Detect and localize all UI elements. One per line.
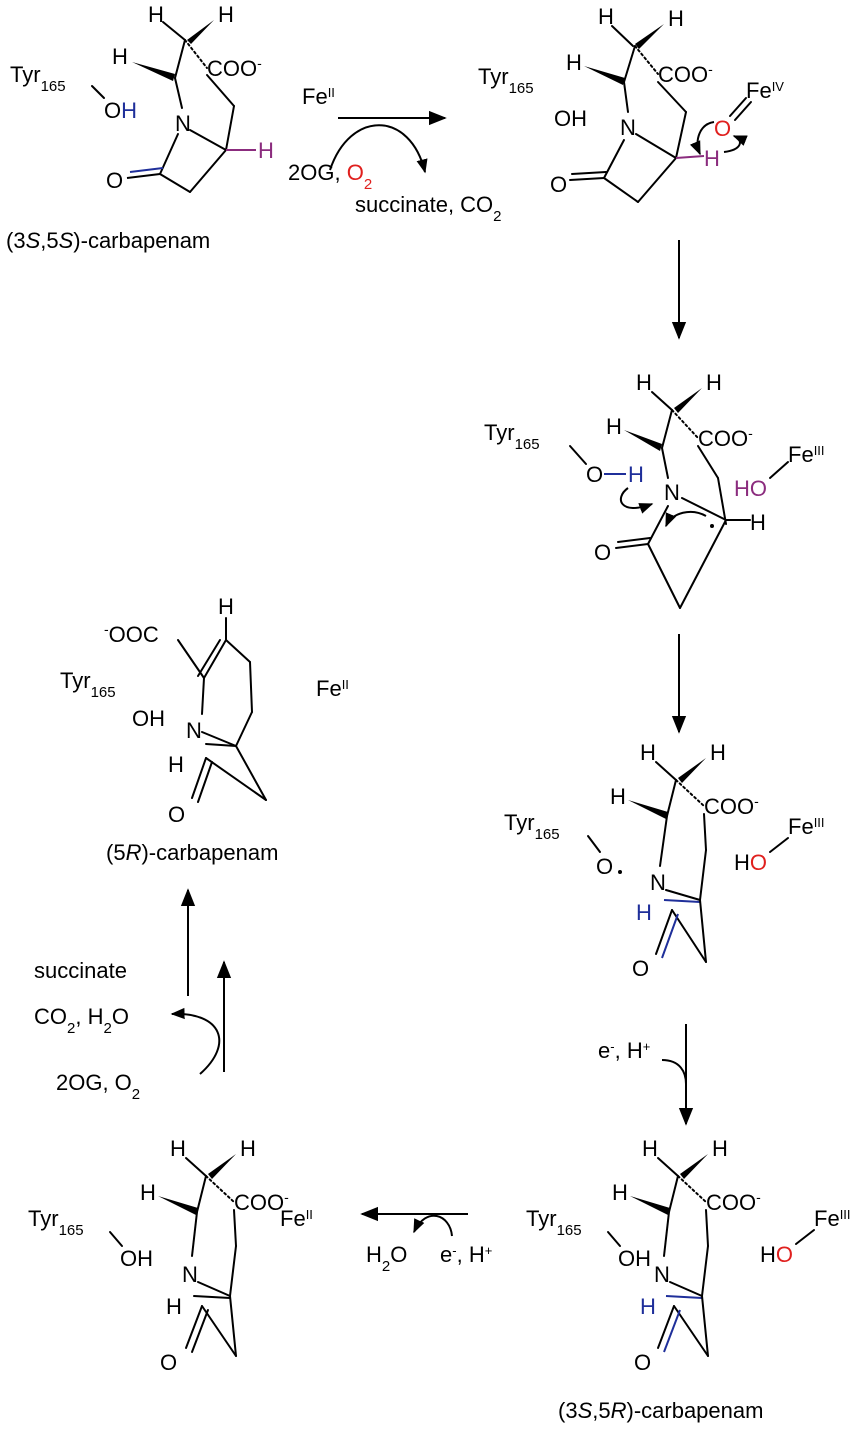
atom-o: O: [160, 1350, 177, 1375]
tyr-oh: OH: [132, 706, 165, 731]
atom-h: H: [566, 50, 582, 75]
tyr165-label: Tyr165: [504, 810, 560, 843]
step5-input: e-, H+: [440, 1242, 492, 1267]
atom-h: H: [710, 740, 726, 765]
step1-arrow: FeII 2OG, O2 succinate, CO2: [288, 84, 502, 225]
carboxylate-label: COO-: [706, 1189, 761, 1215]
ho-purple: HO: [734, 476, 767, 501]
atom-n: N: [650, 870, 666, 895]
atom-h: H: [168, 752, 184, 777]
atom-h: H: [610, 784, 626, 809]
name-3s5r: (3S,5R)-carbapenam: [558, 1398, 763, 1423]
step6-output-1: succinate: [34, 958, 127, 983]
tyr165-label: Tyr165: [10, 62, 66, 95]
tyr165-label: Tyr165: [526, 1206, 582, 1239]
tyr-oh: OH: [120, 1246, 153, 1271]
atom-o: O: [632, 956, 649, 981]
name-3s5s: (3S,5S)-carbapenam: [6, 228, 210, 253]
carboxylate-label: COO-: [234, 1189, 289, 1215]
tyr-oh: O: [586, 462, 603, 487]
tyr-oh: OH: [554, 106, 587, 131]
atom-o: O: [168, 802, 185, 827]
atom-n: N: [182, 1262, 198, 1287]
atom-n: N: [175, 111, 191, 136]
step5-output: H2O: [366, 1242, 407, 1275]
atom-h: H: [170, 1136, 186, 1161]
tyr-h-blue: H: [628, 462, 644, 487]
atom-o: O: [634, 1350, 651, 1375]
atom-h: H: [112, 44, 128, 69]
atom-o: O: [594, 540, 611, 565]
step1-fe: FeII: [302, 84, 335, 109]
atom-n: N: [620, 115, 636, 140]
step6-input: 2OG, O2: [56, 1070, 140, 1103]
step4-reagent: e-, H+: [598, 1038, 650, 1063]
fe-ii: FeII: [316, 676, 349, 701]
tyr-oh: OH: [104, 98, 137, 123]
tyr165-label: Tyr165: [478, 64, 534, 97]
tyr165-label: Tyr165: [484, 420, 540, 453]
atom-h: H: [640, 740, 656, 765]
step6-arrows: succinate CO2, H2O 2OG, O2: [34, 888, 232, 1103]
structure-radical-intermediate: H H H COO- N O H Tyr165 O H HO FeIII: [484, 370, 825, 609]
structure-3s5s-carbapenam: H H H COO- N O H Tyr165 OH (3S,5S)-carba…: [6, 2, 274, 253]
atom-h: H: [750, 510, 766, 535]
structure-tyrosyl-radical: H H H COO- N H O Tyr165 O HO FeIII: [504, 740, 825, 981]
atom-h: H: [218, 594, 234, 619]
atom-h: H: [140, 1180, 156, 1205]
atom-h: H: [598, 4, 614, 29]
atom-h: H: [668, 6, 684, 31]
atom-h: H: [712, 1136, 728, 1161]
fe-iii: FeIII: [788, 442, 825, 467]
step1-input: 2OG, O2: [288, 160, 372, 193]
tyr165-label: Tyr165: [28, 1206, 84, 1239]
atom-h: H: [218, 2, 234, 27]
step5-arrow: H2O e-, H+: [360, 1206, 492, 1275]
ho-red: HO: [734, 850, 767, 875]
atom-h-blue: H: [636, 900, 652, 925]
structure-5r-carbapenam: H -OOC N H O Tyr165 OH FeII (5R)-carbape…: [60, 594, 349, 865]
carboxylate-label: COO-: [207, 55, 262, 81]
atom-n: N: [186, 718, 202, 743]
oxo-o: O: [714, 116, 731, 141]
step1-output: succinate, CO2: [355, 192, 502, 225]
fe-iii: FeIII: [814, 1206, 851, 1231]
atom-o: O: [550, 172, 567, 197]
atom-h: H: [240, 1136, 256, 1161]
name-5r: (5R)-carbapenam: [106, 840, 278, 865]
fe-ii: FeII: [280, 1206, 313, 1231]
atom-n: N: [664, 480, 680, 505]
carboxylate-label: -OOC: [104, 621, 159, 647]
atom-h-purple: H: [704, 146, 720, 171]
tyr165-label: Tyr165: [60, 668, 116, 701]
fe-iv: FeIV: [746, 78, 784, 103]
atom-h: H: [706, 370, 722, 395]
structure-feiv-oxo: H H H COO- N O H Tyr165 OH O FeIV: [478, 4, 784, 203]
structure-3s5r-carbapenam: H H H COO- N H O Tyr165 OH HO FeIII (3S,…: [526, 1136, 851, 1423]
atom-h: H: [606, 414, 622, 439]
atom-h: H: [642, 1136, 658, 1161]
carboxylate-label: COO-: [658, 61, 713, 87]
atom-h: H: [166, 1294, 182, 1319]
carboxylate-label: COO-: [698, 425, 753, 451]
step4-arrow: e-, H+: [598, 1024, 694, 1126]
atom-h: H: [612, 1180, 628, 1205]
tyr-oh: OH: [618, 1246, 651, 1271]
atom-h: H: [148, 2, 164, 27]
step6-output-2: CO2, H2O: [34, 1004, 129, 1037]
carboxylate-label: COO-: [704, 793, 759, 819]
atom-h-blue: H: [640, 1294, 656, 1319]
atom-h: H: [636, 370, 652, 395]
atom-o: O: [106, 168, 123, 193]
fe-iii: FeIII: [788, 814, 825, 839]
structure-carbapenam-feii: H H H COO- N H O Tyr165 OH FeII: [28, 1136, 313, 1375]
atom-h-purple: H: [258, 138, 274, 163]
tyr-o-radical: O: [596, 854, 613, 879]
ho-red: HO: [760, 1242, 793, 1267]
atom-n: N: [654, 1262, 670, 1287]
